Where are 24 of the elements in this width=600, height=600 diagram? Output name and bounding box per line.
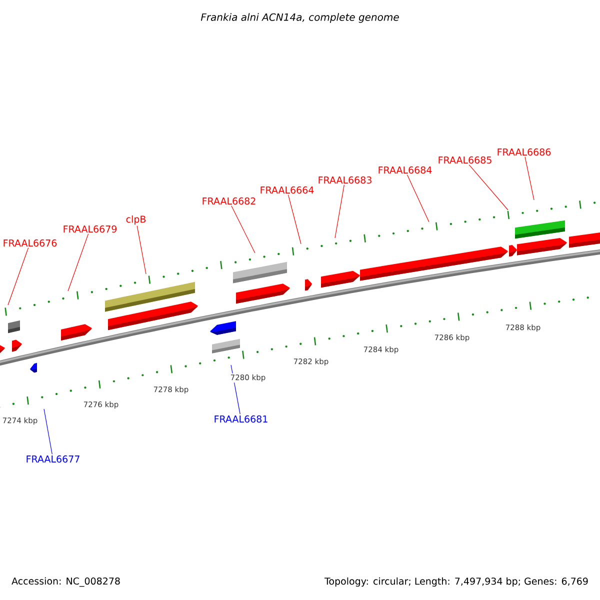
leader-line bbox=[44, 408, 52, 455]
gene-label: FRAAL6679 bbox=[64, 225, 117, 233]
gene-label: FRAAL6677 bbox=[26, 455, 80, 463]
title: Frankia alni ACN14a, complete genome bbox=[200, 13, 399, 23]
leader-line bbox=[288, 194, 302, 244]
gene-label: FRAAL6676 bbox=[4, 239, 57, 247]
leader-line bbox=[136, 226, 146, 274]
leader-line bbox=[524, 156, 534, 200]
leader-line bbox=[468, 164, 508, 210]
gene-label: FRAAL6664 bbox=[260, 186, 314, 194]
leader-line bbox=[334, 184, 344, 238]
genome-info: Topology: circular; Length: 7,497,934 bp; Genes: 6,769 bbox=[324, 577, 588, 587]
gene-label: FRAAL6682 bbox=[202, 197, 256, 205]
accession-label: Accession: NC_008278 bbox=[12, 577, 120, 587]
leader-line bbox=[231, 206, 256, 254]
gene-label: FRAAL6684 bbox=[378, 166, 432, 174]
gene-label: FRAAL6681 bbox=[214, 415, 268, 423]
gene-label: FRAAL6686 bbox=[498, 148, 551, 156]
gene-label: clpB bbox=[126, 215, 146, 225]
leader-line bbox=[8, 248, 29, 306]
leader-line bbox=[406, 174, 430, 222]
gene-label: FRAAL6683 bbox=[318, 176, 372, 184]
leader-line bbox=[68, 234, 89, 292]
gene-label: FRAAL6685 bbox=[438, 156, 492, 164]
